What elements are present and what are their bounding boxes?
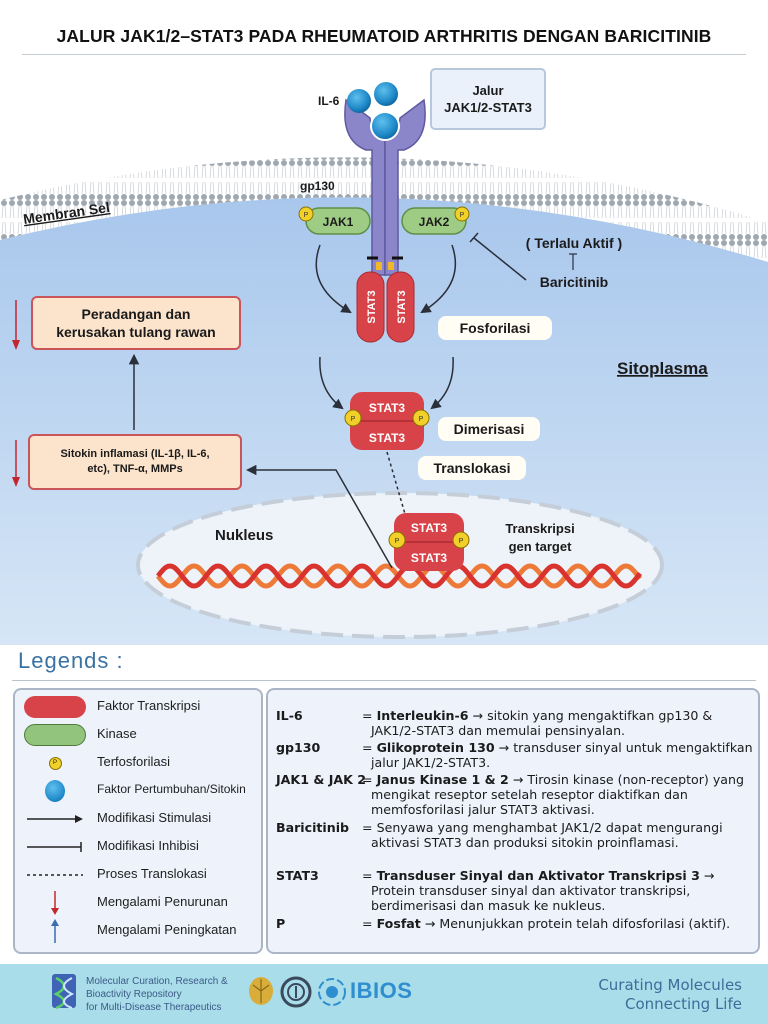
phosphate-icon <box>452 531 470 549</box>
baricitinib-label: Baricitinib <box>540 274 608 290</box>
svg-text:STAT3: STAT3 <box>411 521 448 535</box>
footer-banner <box>0 964 768 1024</box>
jak2-kinase: JAK2 <box>401 207 467 235</box>
stimulation-arrow <box>315 244 352 314</box>
dna-strand <box>156 563 642 589</box>
inhibition-bar-icon <box>27 842 82 852</box>
svg-text:P: P <box>304 212 309 219</box>
nucleus-label: Nukleus <box>215 527 273 544</box>
svg-text:STAT3: STAT3 <box>369 401 406 415</box>
legends-divider <box>12 680 756 681</box>
stat3-dimer: STAT3 STAT3 P P <box>344 392 430 450</box>
svg-text:P: P <box>459 538 464 545</box>
page-title: JALUR JAK1/2–STAT3 PADA RHEUMATOID ARTHR… <box>56 26 712 46</box>
svg-text:P: P <box>351 416 356 423</box>
cytoplasm-label: Sitoplasma <box>617 359 708 378</box>
blue-up-arrow-icon <box>51 919 59 943</box>
ibios-logo-text: IBIOS <box>350 978 413 1003</box>
phosphate-icon <box>344 409 362 427</box>
legend-item: Modifikasi Stimulasi <box>15 806 261 832</box>
legend-item: Faktor Pertumbuhan/Sitokin <box>15 778 261 804</box>
transcription-label: Transkripsi <box>505 521 574 536</box>
phosphate-icon: P <box>298 206 314 222</box>
red-down-arrow-icon <box>51 891 59 915</box>
cytokine-box: Sitokin inflamasi (IL-1β, IL-6, etc), TN… <box>28 434 242 490</box>
target-gene-label: gen target <box>509 539 573 554</box>
svg-text:JAK2: JAK2 <box>419 215 450 229</box>
svg-text:P: P <box>395 538 400 545</box>
stimulation-arrow <box>430 356 454 410</box>
dna-helix <box>156 563 642 589</box>
svg-text:STAT3: STAT3 <box>396 290 408 323</box>
svg-text:STAT3: STAT3 <box>366 290 378 323</box>
il6-label: IL-6 <box>318 94 340 108</box>
definitions-panel: IL-6 = Interleukin-6 → sitokin yang meng… <box>266 688 760 954</box>
legend-item: Faktor Transkripsi <box>15 694 261 720</box>
university-emblem-icon <box>249 977 273 1005</box>
stat3-dimer-nucleus: STAT3 STAT3 P P <box>388 513 470 571</box>
svg-text:STAT3: STAT3 <box>411 551 448 565</box>
gp130-label: gp130 <box>300 179 335 193</box>
translocation-line <box>386 451 406 515</box>
step-dimerization: Dimerisasi <box>438 417 540 441</box>
arrow-right-icon <box>27 815 83 823</box>
legend-item: Mengalami Peningkatan <box>15 918 261 944</box>
title-divider <box>22 54 746 55</box>
step-phosphorylation: Fosforilasi <box>438 316 552 340</box>
dashed-line-icon <box>27 874 83 876</box>
overactive-label: ( Terlalu Aktif ) <box>526 235 622 251</box>
ibios-logo-icon <box>318 978 346 1006</box>
svg-text:STAT3: STAT3 <box>369 431 406 445</box>
legend-panel: Faktor Transkripsi Kinase P Terfosforila… <box>13 688 263 954</box>
svg-text:P: P <box>460 212 465 219</box>
legends-title: Legends : <box>18 648 124 673</box>
inhibition-line <box>473 237 527 281</box>
pathway-label-box: Jalur JAK1/2-STAT3 <box>430 68 546 130</box>
legend-item: Mengalami Penurunan <box>15 890 261 916</box>
il6-sphere <box>347 89 371 113</box>
stimulation-arrow <box>420 244 457 314</box>
partner-logo-icon <box>280 976 312 1008</box>
legend-item: P Terfosforilasi <box>15 750 261 776</box>
green-pill-icon <box>24 724 86 746</box>
phosphate-icon <box>388 531 406 549</box>
phosphate-icon: P <box>454 206 470 222</box>
step-translocation: Translokasi <box>418 456 526 480</box>
legend-item: Modifikasi Inhibisi <box>15 834 261 860</box>
il6-sphere <box>374 82 398 106</box>
svg-text:JAK1: JAK1 <box>323 215 354 229</box>
il6-sphere <box>370 111 400 141</box>
dna-logo-icon <box>52 974 76 1010</box>
stimulation-arrow <box>245 464 393 569</box>
decrease-arrow-icon <box>12 440 20 487</box>
stat3-monomer: STAT3 <box>356 271 385 343</box>
org-name: Molecular Curation, Research & Bioactivi… <box>86 976 228 1013</box>
jak1-kinase: JAK1 <box>305 207 371 235</box>
phosphate-icon: P <box>48 756 62 770</box>
svg-text:P: P <box>419 416 424 423</box>
outcome-box: Peradangan dan kerusakan tulang rawan <box>31 296 241 350</box>
legend-item: Proses Translokasi <box>15 862 261 888</box>
stat3-monomer: STAT3 <box>386 271 415 343</box>
stimulation-arrow <box>319 356 344 410</box>
tagline: Curating Molecules Connecting Life <box>598 976 742 1013</box>
blue-sphere-icon <box>45 780 65 802</box>
legend-item: Kinase <box>15 722 261 748</box>
phosphate-icon <box>412 409 430 427</box>
decrease-arrow-icon <box>12 300 20 350</box>
red-pill-icon <box>24 696 86 718</box>
